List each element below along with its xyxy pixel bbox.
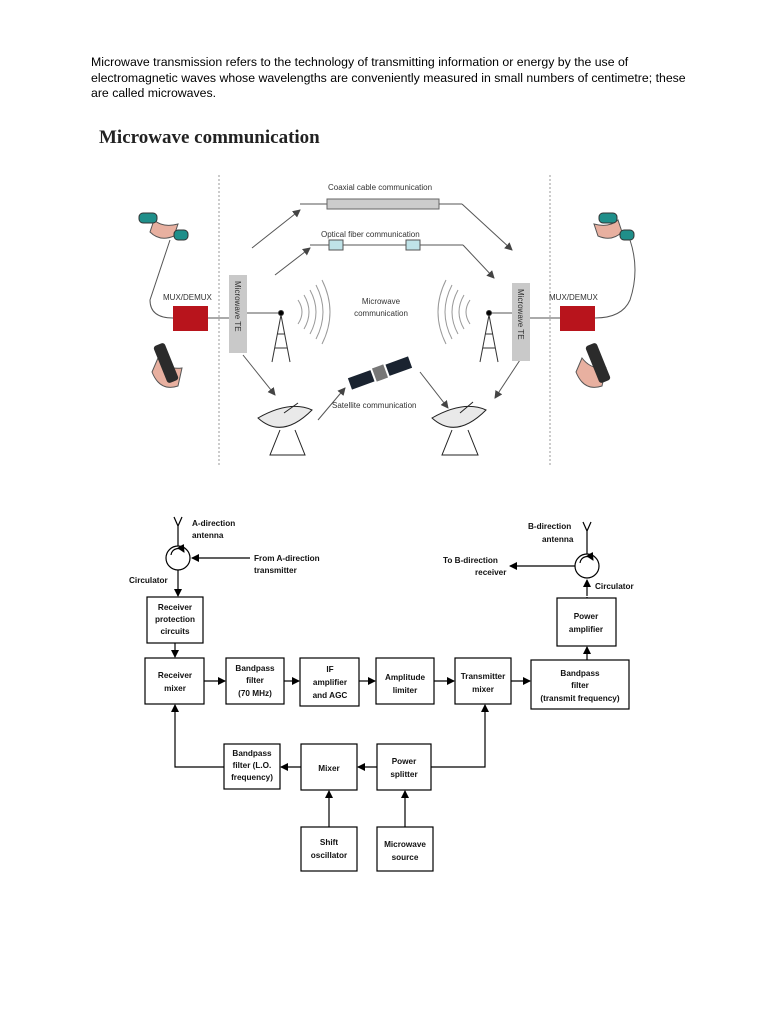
- circulator-right-label: Circulator: [595, 582, 634, 591]
- telephone-left-icon: [138, 212, 189, 319]
- if-amplifier-text-1: IF: [326, 665, 333, 674]
- microwave-source-text-2: source: [392, 853, 419, 862]
- if-amplifier-text-3: and AGC: [313, 691, 348, 700]
- shift-oscillator-block: [300, 826, 358, 872]
- satellite-icon: [347, 356, 413, 390]
- b-direction-antenna-icon: [582, 521, 592, 554]
- shift-oscillator-text-1: Shift: [320, 838, 338, 847]
- bandpass-transmit-text-1: Bandpass: [560, 669, 600, 678]
- telephone-right-icon: [593, 212, 636, 319]
- if-amplifier-block: [299, 657, 360, 707]
- a-antenna-label-2: antenna: [192, 531, 224, 540]
- figure2-labels: A-direction antenna From A-direction tra…: [129, 519, 634, 862]
- tower-right-icon: [479, 310, 499, 363]
- coaxial-label: Coaxial cable communication: [328, 183, 432, 192]
- mixer-text-1: Mixer: [318, 764, 340, 773]
- mux-demux-right-block: [560, 306, 595, 331]
- mobile-phone-left-icon: [151, 343, 183, 388]
- transmitter-mixer-block: [454, 657, 512, 705]
- bandpass-transmit-text-3: (transmit frequency): [540, 694, 619, 703]
- mux-demux-left-label: MUX/DEMUX: [163, 293, 213, 302]
- bandpass-lo-text-3: frequency): [231, 773, 273, 782]
- optical-node-right: [405, 239, 421, 251]
- microwave-te-right: [512, 283, 530, 361]
- microwave-source-block: [376, 826, 434, 872]
- power-splitter-block: [376, 743, 432, 791]
- amplitude-limiter-text-2: limiter: [393, 686, 418, 695]
- microwave-label-line2: communication: [354, 309, 408, 318]
- bandpass-transmit-block: [530, 659, 630, 710]
- shift-oscillator-text-2: oscillator: [311, 851, 348, 860]
- optical-node-left: [328, 239, 344, 251]
- power-splitter-text-1: Power: [392, 757, 417, 766]
- receiver-protection-text-2: protection: [155, 615, 195, 624]
- optical-label: Optical fiber communication: [321, 230, 420, 239]
- figure-relay-block-diagram: [144, 516, 630, 872]
- to-b-label-2: receiver: [475, 568, 507, 577]
- satellite-dish-left-icon: [257, 402, 313, 456]
- figure-title: Microwave communication: [99, 127, 320, 148]
- microwave-te-left-label: Microwave TE: [233, 281, 242, 332]
- b-antenna-label-2: antenna: [542, 535, 574, 544]
- circulator-left-icon: [165, 545, 191, 571]
- radio-waves-left-icon: [297, 279, 331, 345]
- tower-left-icon: [271, 310, 291, 363]
- satellite-dish-right-icon: [431, 401, 487, 456]
- power-amplifier-text-2: amplifier: [569, 625, 604, 634]
- mux-demux-right-label: MUX/DEMUX: [549, 293, 599, 302]
- a-antenna-label-1: A-direction: [192, 519, 235, 528]
- transmitter-mixer-text-2: mixer: [472, 685, 495, 694]
- receiver-protection-text-3: circuits: [160, 627, 190, 636]
- receiver-protection-text-1: Receiver: [158, 603, 193, 612]
- mux-demux-left-block: [173, 306, 208, 331]
- microwave-label-line1: Microwave: [362, 297, 401, 306]
- radio-waves-right-icon: [437, 279, 471, 345]
- bandpass-70-text-1: Bandpass: [235, 664, 275, 673]
- bandpass-70-text-3: (70 MHz): [238, 689, 272, 698]
- from-a-label-2: transmitter: [254, 566, 298, 575]
- microwave-te-right-label: Microwave TE: [516, 289, 525, 340]
- figure-microwave-communication: Coaxial cable communication Optical fibe…: [138, 175, 636, 465]
- bandpass-70-text-2: filter: [246, 676, 265, 685]
- amplitude-limiter-text-1: Amplitude: [385, 673, 425, 682]
- receiver-mixer-block: [144, 657, 205, 705]
- to-b-label-1: To B-direction: [443, 556, 498, 565]
- a-direction-antenna-icon: [173, 516, 183, 546]
- power-amplifier-text-1: Power: [574, 612, 599, 621]
- circulator-left-label: Circulator: [129, 576, 168, 585]
- bandpass-lo-text-1: Bandpass: [232, 749, 272, 758]
- power-splitter-text-2: splitter: [390, 770, 418, 779]
- transmitter-mixer-text-1: Transmitter: [461, 672, 506, 681]
- circulator-right-icon: [574, 553, 600, 579]
- bandpass-lo-text-2: filter (L.O.: [233, 761, 272, 770]
- bandpass-transmit-text-2: filter: [571, 681, 590, 690]
- satellite-label: Satellite communication: [332, 401, 416, 410]
- mobile-phone-right-icon: [575, 343, 611, 388]
- from-a-label-1: From A-direction: [254, 554, 320, 563]
- b-antenna-label-1: B-direction: [528, 522, 571, 531]
- receiver-mixer-text-1: Receiver: [158, 671, 193, 680]
- microwave-te-left: [229, 275, 247, 353]
- intro-paragraph: Microwave transmission refers to the tec…: [91, 55, 686, 100]
- if-amplifier-text-2: amplifier: [313, 678, 348, 687]
- microwave-source-text-1: Microwave: [384, 840, 426, 849]
- receiver-mixer-text-2: mixer: [164, 684, 187, 693]
- coaxial-cable-bar: [326, 198, 440, 210]
- power-amplifier-block: [556, 597, 617, 647]
